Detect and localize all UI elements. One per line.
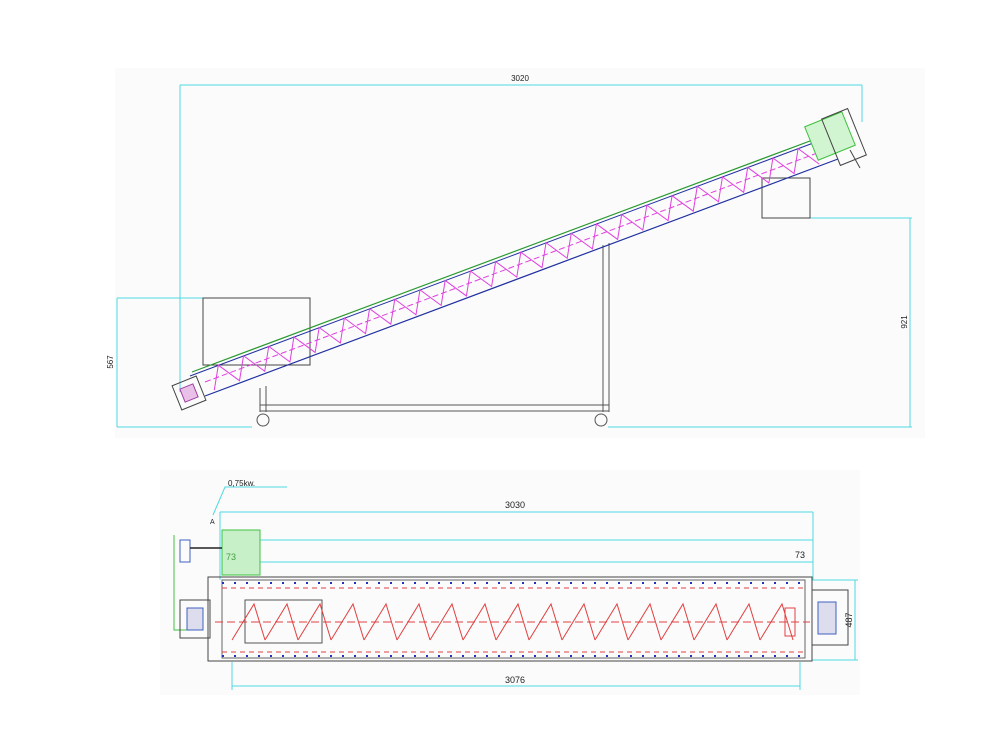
motor-dim-label: 73	[226, 552, 236, 562]
top-flight	[759, 602, 794, 641]
trough-inner	[221, 579, 806, 659]
top-flight	[297, 602, 332, 641]
dim-trough-label: 3076	[505, 675, 525, 685]
dim-inlet-height-label: 567	[106, 355, 115, 369]
motor-power-label: 0,75kw.	[228, 479, 255, 488]
inlet-bearing-core	[186, 607, 204, 631]
top-flight	[561, 602, 596, 641]
dim-length-label: 3020	[511, 74, 529, 83]
dim-overall-label: 3030	[505, 500, 525, 510]
top-flight	[396, 602, 431, 641]
top-flight	[462, 602, 497, 641]
tube-top-edge-inner	[189, 138, 825, 377]
top-dimensions	[212, 486, 858, 690]
tube-top-edge	[191, 134, 827, 373]
screw-flights-top	[231, 602, 794, 641]
side-view: 3020 567 921	[106, 68, 925, 438]
screw-shaft	[204, 151, 821, 383]
top-view: 0,75kw. A 3030 73 3076 487 73	[160, 470, 860, 695]
top-flight	[264, 602, 299, 641]
dim-width-label: 487	[844, 612, 854, 627]
inlet-bearing	[179, 599, 211, 639]
top-flight	[627, 602, 662, 641]
outlet-motor	[804, 107, 867, 169]
outlet-bearing-core	[817, 601, 837, 635]
wheel-left	[256, 413, 270, 427]
top-flight	[429, 602, 464, 641]
outlet-bearing	[811, 589, 849, 646]
top-flight	[660, 602, 695, 641]
inlet-drive	[171, 375, 207, 411]
screw-flights-side	[213, 147, 820, 391]
support-frame	[259, 243, 610, 412]
top-flight	[528, 602, 563, 641]
top-flight	[363, 602, 398, 641]
top-flight	[594, 602, 629, 641]
screw-end	[784, 607, 796, 637]
wheel-right	[594, 413, 608, 427]
top-flight	[693, 602, 728, 641]
tube-bottom-edge	[204, 158, 839, 397]
top-flight	[495, 602, 530, 641]
side-dimensions	[116, 84, 912, 428]
side-flight-line	[213, 147, 820, 391]
dim-outlet-height-label: 921	[900, 315, 909, 329]
motor-body	[221, 529, 261, 576]
section-mark-label: A	[210, 519, 215, 526]
coupling	[179, 539, 191, 563]
top-flight	[231, 602, 266, 641]
motor-cable	[173, 535, 190, 631]
dim-offset-label: 73	[795, 550, 805, 560]
top-flight	[330, 602, 365, 641]
top-flight	[726, 602, 761, 641]
